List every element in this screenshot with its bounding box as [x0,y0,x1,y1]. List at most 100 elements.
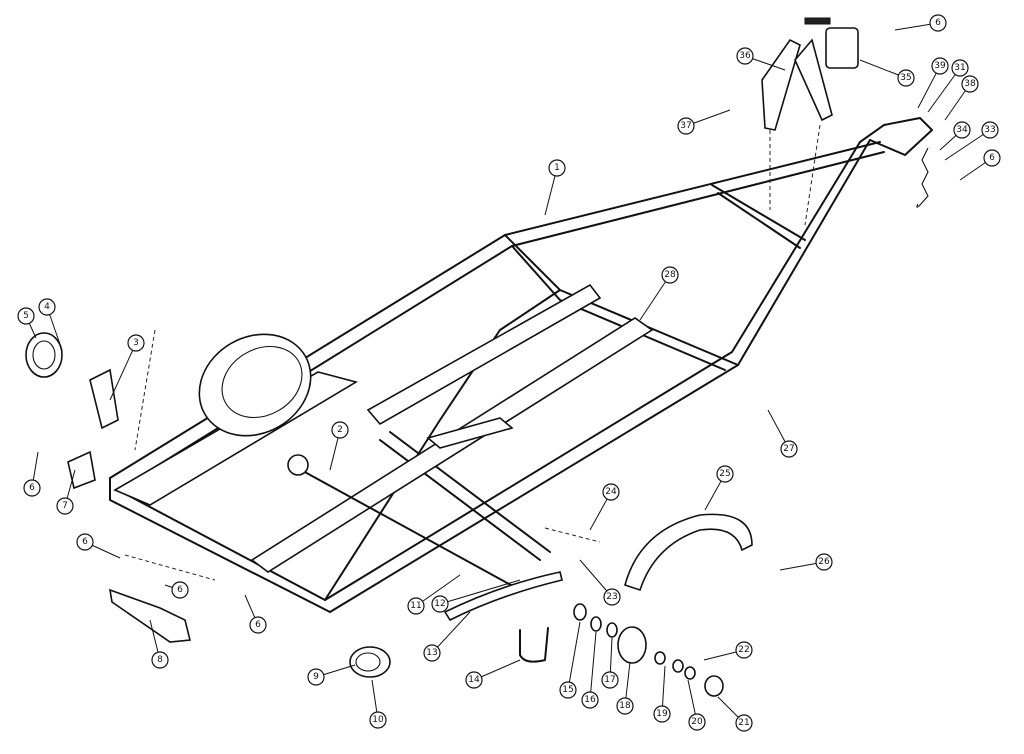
callout-number-6: 6 [29,483,35,493]
callout-number-15: 15 [562,685,573,695]
callout-number-6: 6 [989,153,995,163]
callout-number-33: 33 [984,125,995,135]
callout-circle [780,440,798,458]
callout-circle [56,497,74,515]
callout-circle [465,671,483,689]
callout-number-2: 2 [337,425,343,435]
callout-number-3: 3 [133,338,139,348]
callout-leader-line [431,611,471,654]
callout-number-27: 27 [783,444,794,454]
callout-number-18: 18 [619,701,631,711]
callout-number-20: 20 [691,717,703,727]
callout-circle [735,641,753,659]
safety-chain [916,147,929,208]
callout-circle [407,597,425,615]
tail-lights [25,332,391,678]
callout-circle [76,533,94,551]
callout-circle [961,75,979,93]
callout-number-38: 38 [964,79,976,89]
callout-circle [981,121,999,139]
callout-number-36: 36 [739,51,751,61]
callout-circle [931,57,949,75]
rear-roller-brackets [67,368,192,643]
callout-number-6: 6 [935,18,941,28]
winch-stand-assembly [761,17,859,131]
leaf-spring [443,571,563,622]
hub-assembly [573,603,724,697]
callout-leader-line [109,342,137,401]
callout-circle [653,705,671,723]
callout-leader-line [567,621,581,691]
callout-number-21: 21 [738,718,749,728]
callout-number-11: 11 [410,601,421,611]
callout-circle [929,14,947,32]
callout-circle [171,581,189,599]
callout-number-1: 1 [554,163,560,173]
spare-tire [198,333,312,437]
callout-circle [716,465,734,483]
callout-circle [548,159,566,177]
callout-circle [661,266,679,284]
assembly-guide-lines [124,124,821,581]
callout-circle [17,307,35,325]
callout-leader-line [589,631,597,701]
callout-circle [603,588,621,606]
callout-number-9: 9 [313,672,319,682]
callout-circle [431,595,449,613]
callout-circle [735,714,753,732]
callout-circle [423,644,441,662]
callout-leader-line [415,574,461,607]
callout-circle [602,483,620,501]
callout-circle [331,421,349,439]
callout-circle [249,616,267,634]
callout-number-26: 26 [818,557,830,567]
callout-circle [736,47,754,65]
callout-leader-line [944,129,991,161]
callout-leader-line [927,67,961,113]
callout-leader-line [439,579,521,605]
callout-circle [127,334,145,352]
callout-number-6: 6 [177,585,183,595]
callout-circle [581,691,599,709]
callout-number-35: 35 [900,73,911,83]
callout-circle [953,121,971,139]
callout-number-23: 23 [606,592,617,602]
callout-number-17: 17 [604,675,615,685]
callout-circle [307,668,325,686]
callout-leader-line [639,274,671,321]
callout-number-16: 16 [584,695,596,705]
callout-number-24: 24 [605,487,617,497]
callout-number-6: 6 [255,620,261,630]
callout-circle [983,149,1001,167]
callout-number-7: 7 [62,501,68,511]
callout-circle [815,553,833,571]
u-bolt [519,627,549,663]
callout-number-4: 4 [44,302,50,312]
callout-number-5: 5 [23,311,29,321]
callout-circle [23,479,41,497]
callout-number-10: 10 [372,715,384,725]
callout-number-13: 13 [426,648,437,658]
callout-number-14: 14 [468,675,480,685]
callout-number-34: 34 [956,125,968,135]
callout-number-19: 19 [656,709,668,719]
callout-number-22: 22 [738,645,749,655]
callout-number-8: 8 [157,655,163,665]
axle [287,454,521,591]
callout-circle [559,681,577,699]
callout-number-25: 25 [719,469,730,479]
callout-circle [601,671,619,689]
callout-number-6: 6 [82,537,88,547]
fender [624,513,753,592]
callout-number-31: 31 [954,63,965,73]
callout-circle [38,298,56,316]
callout-number-12: 12 [434,599,445,609]
callout-number-28: 28 [664,270,676,280]
callout-number-37: 37 [680,121,691,131]
callout-number-39: 39 [934,61,946,71]
callout-circle [151,651,169,669]
callout-circle [677,117,695,135]
